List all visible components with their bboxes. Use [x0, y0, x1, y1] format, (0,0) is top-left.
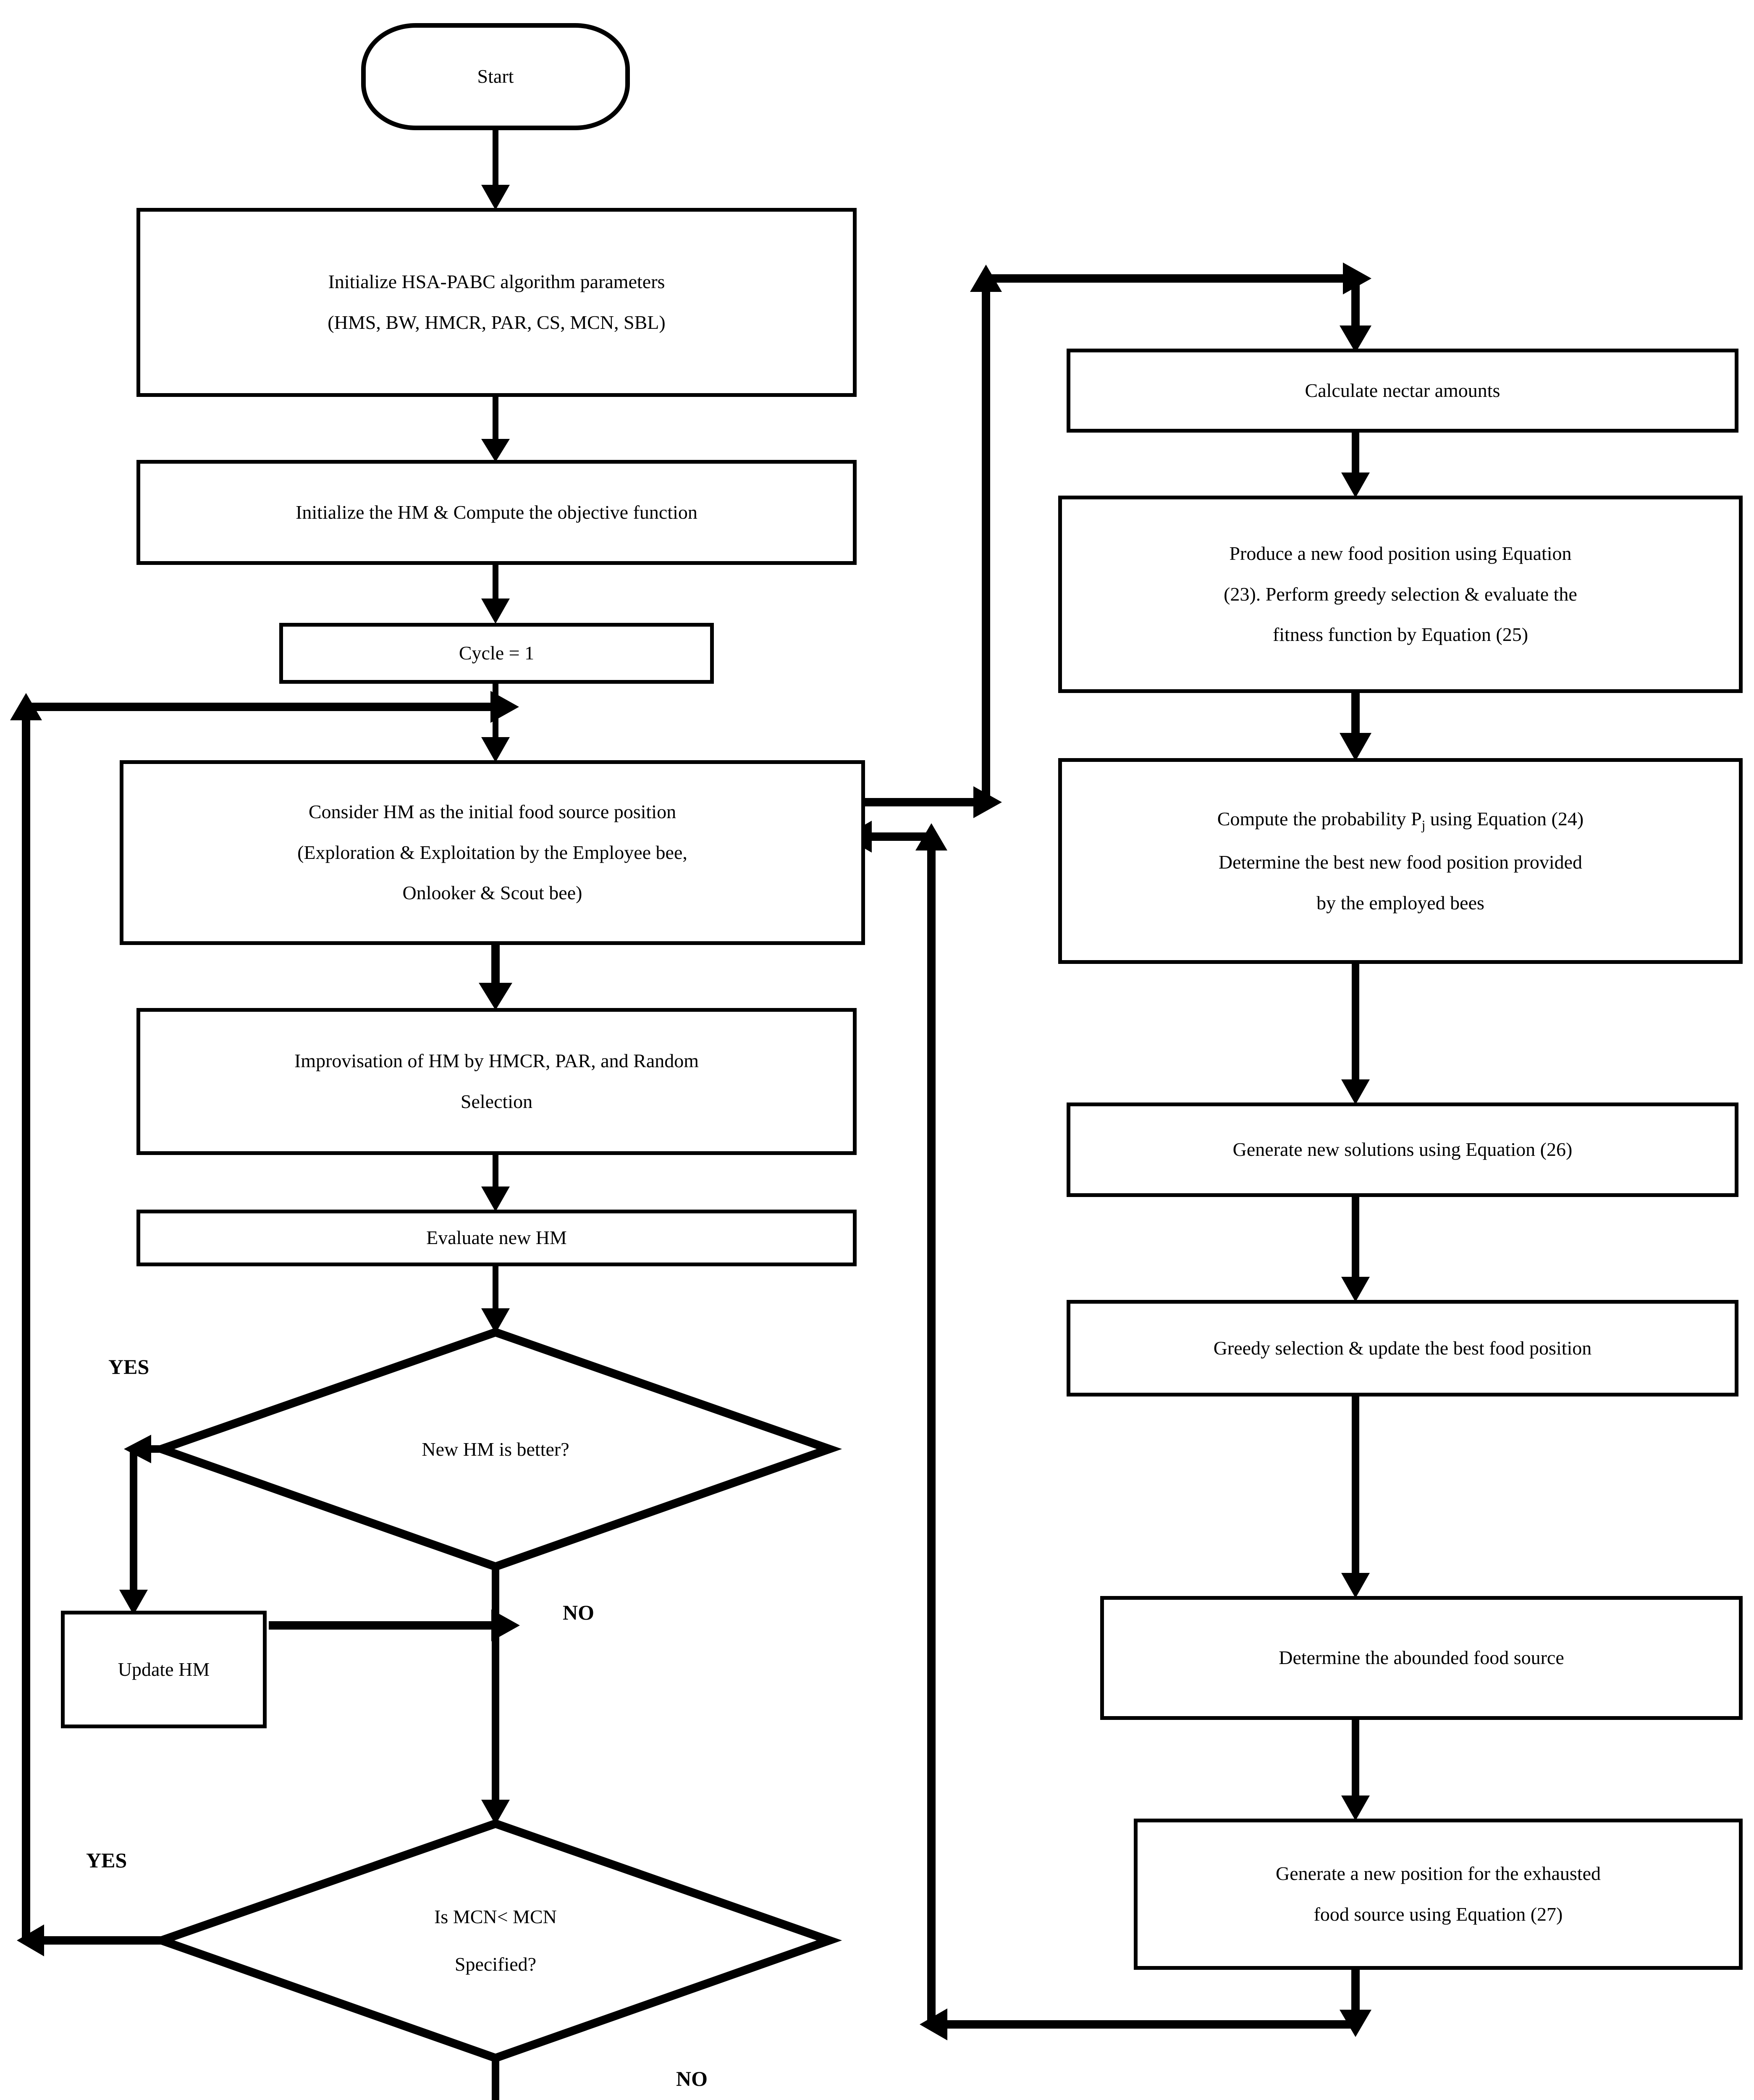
- node-greedy-selection[interactable]: Greedy selection & update the best food …: [1067, 1300, 1738, 1396]
- node-initialize-parameters-line1: Initialize HSA-PABC algorithm parameters: [328, 271, 665, 293]
- node-mcn-check-line1: Is MCN< MCN: [434, 1906, 557, 1928]
- node-start-label: Start: [477, 66, 514, 87]
- node-compute-probability-line1-post: using Equation (24): [1425, 808, 1584, 830]
- node-compute-probability-subscript: j: [1421, 817, 1426, 832]
- node-improvisation-line2: Selection: [460, 1091, 533, 1112]
- node-determine-abounded-food-source[interactable]: Determine the abounded food source: [1100, 1596, 1743, 1720]
- node-generate-new-position-line1: Generate a new position for the exhauste…: [1275, 1863, 1601, 1885]
- node-initialize-parameters[interactable]: Initialize HSA-PABC algorithm parameters…: [136, 208, 857, 397]
- node-consider-hm-line3: Onlooker & Scout bee): [402, 882, 582, 904]
- edge-label-yes-new-hm: YES: [108, 1355, 149, 1378]
- node-evaluate-new-hm-label: Evaluate new HM: [426, 1227, 567, 1249]
- edge-label-yes-mcn: YES: [86, 1848, 127, 1872]
- node-initialize-hm-label: Initialize the HM & Compute the objectiv…: [296, 501, 697, 523]
- node-produce-food-position-line3: fitness function by Equation (25): [1272, 624, 1529, 646]
- node-calculate-nectar[interactable]: Calculate nectar amounts: [1067, 349, 1738, 433]
- node-generate-new-solutions[interactable]: Generate new solutions using Equation (2…: [1067, 1102, 1738, 1197]
- node-produce-food-position-line2: (23). Perform greedy selection & evaluat…: [1224, 583, 1577, 605]
- node-compute-probability-line3: by the employed bees: [1316, 892, 1484, 914]
- node-greedy-selection-label: Greedy selection & update the best food …: [1213, 1337, 1592, 1359]
- node-compute-probability-line1: Compute the probability Pj using Equatio…: [1217, 799, 1584, 842]
- node-mcn-check-label-wrap: Is MCN< MCN Specified?: [162, 1824, 829, 2058]
- node-new-hm-better-label-wrap: New HM is better?: [162, 1332, 829, 1567]
- node-generate-new-position-line2: food source using Equation (27): [1314, 1903, 1563, 1925]
- node-produce-food-position[interactable]: Produce a new food position using Equati…: [1058, 496, 1743, 693]
- node-improvisation-line1: Improvisation of HM by HMCR, PAR, and Ra…: [294, 1050, 699, 1072]
- node-mcn-check-line2: Specified?: [454, 1953, 537, 1975]
- node-consider-hm-line1: Consider HM as the initial food source p…: [308, 801, 676, 822]
- node-update-hm[interactable]: Update HM: [61, 1611, 267, 1728]
- node-cycle-label: Cycle = 1: [459, 642, 535, 664]
- node-new-hm-better-decision[interactable]: New HM is better?: [162, 1332, 829, 1567]
- node-determine-abounded-food-source-label: Determine the abounded food source: [1279, 1647, 1564, 1669]
- node-improvisation[interactable]: Improvisation of HM by HMCR, PAR, and Ra…: [136, 1008, 857, 1155]
- node-generate-new-solutions-label: Generate new solutions using Equation (2…: [1232, 1139, 1573, 1160]
- node-consider-hm-line2: (Exploration & Exploitation by the Emplo…: [297, 841, 687, 863]
- node-update-hm-label: Update HM: [118, 1658, 210, 1680]
- node-mcn-check-decision[interactable]: Is MCN< MCN Specified?: [162, 1824, 829, 2058]
- node-start[interactable]: Start: [361, 23, 630, 130]
- node-evaluate-new-hm[interactable]: Evaluate new HM: [136, 1210, 857, 1266]
- node-initialize-hm[interactable]: Initialize the HM & Compute the objectiv…: [136, 460, 857, 565]
- edge-label-no-new-hm: NO: [563, 1601, 594, 1624]
- node-new-hm-better-label: New HM is better?: [422, 1438, 569, 1460]
- node-cycle[interactable]: Cycle = 1: [279, 623, 714, 684]
- node-generate-new-position[interactable]: Generate a new position for the exhauste…: [1134, 1819, 1743, 1970]
- node-initialize-parameters-line2: (HMS, BW, HMCR, PAR, CS, MCN, SBL): [328, 312, 666, 333]
- node-consider-hm[interactable]: Consider HM as the initial food source p…: [120, 760, 865, 945]
- node-produce-food-position-line1: Produce a new food position using Equati…: [1229, 542, 1572, 564]
- node-compute-probability-line1-pre: Compute the probability P: [1217, 808, 1422, 830]
- node-calculate-nectar-label: Calculate nectar amounts: [1305, 379, 1500, 401]
- node-compute-probability[interactable]: Compute the probability Pj using Equatio…: [1058, 758, 1743, 964]
- edge-label-no-mcn: NO: [676, 2067, 708, 2090]
- node-compute-probability-line2: Determine the best new food position pro…: [1218, 851, 1583, 873]
